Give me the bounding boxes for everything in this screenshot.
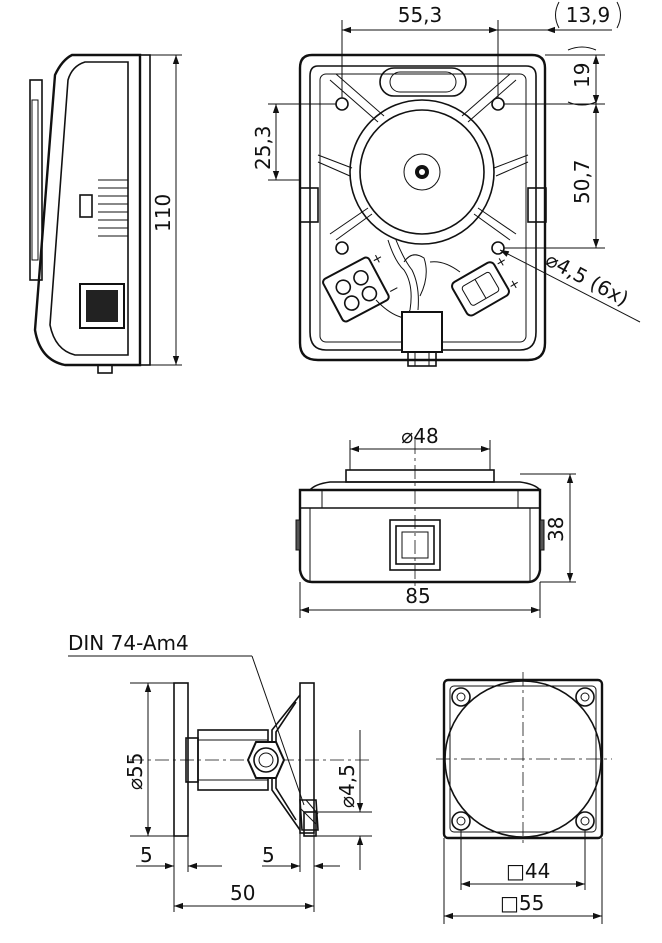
top-view: + − + + 55,3 13,9 — [251, 1, 641, 367]
front-view: ⌀48 85 38 — [295, 424, 576, 618]
hole-left-dim-25-3: 25,3 — [251, 125, 275, 170]
outer-square-value: 55 — [519, 891, 544, 915]
outer-square-dim: □55 — [500, 891, 544, 915]
bracket-hole-value: 4,5 — [335, 764, 359, 796]
width-dim-55-3: 55,3 — [398, 3, 443, 27]
height-dim-110: 110 — [151, 194, 175, 232]
bracket-dia-value: 55 — [123, 753, 147, 778]
hole-dia-value: 4,5 (6x) — [552, 253, 632, 311]
plate-thickness-dim: 5 — [140, 843, 153, 867]
bracket-view: DIN 74-Am4 ⌀55 — [68, 631, 372, 912]
hole-spacing-dim-50-7: 50,7 — [570, 159, 594, 204]
front-height-dim-38: 38 — [544, 517, 568, 542]
front-width-dim-85: 85 — [405, 584, 430, 608]
face-view: □44 □55 — [436, 672, 612, 924]
front-dia-dim: ⌀48 — [401, 424, 439, 448]
bracket-length-dim: 50 — [230, 881, 255, 905]
bracket-hole-dim: ⌀4,5 — [335, 764, 359, 808]
din-label: DIN 74-Am4 — [68, 631, 189, 655]
inner-square-value: 44 — [525, 859, 550, 883]
offset-dim-13-9: 13,9 — [566, 3, 611, 27]
bracket-dia-dim: ⌀55 — [123, 753, 147, 791]
front-dia-value: 48 — [413, 424, 438, 448]
side-view: 110 — [29, 53, 182, 374]
hole-dia-dim: ⌀4,5 (6x) — [542, 247, 633, 311]
hole-top-dim-19: 19 — [570, 63, 594, 88]
inner-square-dim: □44 — [506, 859, 550, 883]
bracket-thickness-dim: 5 — [262, 843, 275, 867]
